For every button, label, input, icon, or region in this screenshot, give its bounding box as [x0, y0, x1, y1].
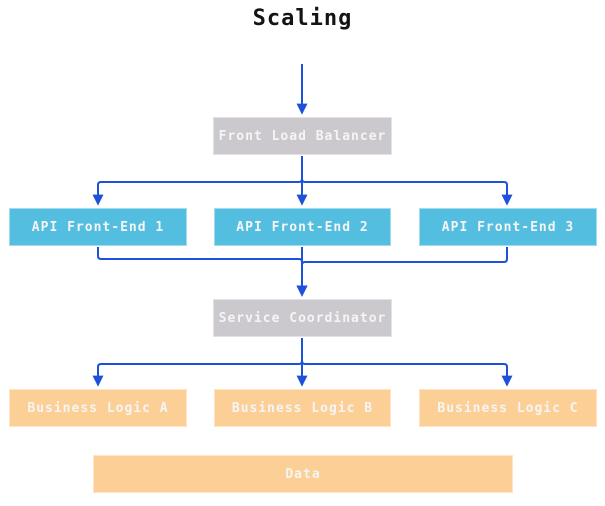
- node-label: API Front-End 1: [31, 219, 165, 235]
- edge-sc-to-blc: [301, 338, 513, 387]
- edge-api1-to-sc: [97, 247, 308, 297]
- node-label: Business Logic A: [27, 400, 169, 416]
- diagram-title: Scaling: [252, 6, 353, 31]
- node-service-coordinator: Service Coordinator: [213, 299, 392, 337]
- node-business-logic-a: Business Logic A: [9, 389, 187, 427]
- node-label: API Front-End 2: [236, 219, 369, 235]
- edge-sc-to-bla: [92, 338, 303, 387]
- node-front-load-balancer: Front Load Balancer: [213, 117, 392, 155]
- node-api-front-end-1: API Front-End 1: [9, 208, 187, 246]
- node-label: Service Coordinator: [218, 310, 387, 326]
- node-label: Business Logic C: [437, 400, 579, 416]
- node-label: Front Load Balancer: [218, 128, 387, 144]
- node-api-front-end-3: API Front-End 3: [419, 208, 597, 246]
- node-business-logic-b: Business Logic B: [214, 389, 391, 427]
- node-business-logic-c: Business Logic C: [419, 389, 597, 427]
- node-api-front-end-2: API Front-End 2: [214, 208, 391, 246]
- node-label: Business Logic B: [231, 400, 374, 416]
- edge-flb-to-api1: [92, 156, 303, 206]
- node-label: API Front-End 3: [441, 219, 575, 235]
- node-data: Data: [93, 455, 513, 493]
- edge-flb-to-api3: [301, 156, 513, 206]
- edge-api3-to-sc: [296, 247, 508, 297]
- node-label: Data: [285, 466, 321, 482]
